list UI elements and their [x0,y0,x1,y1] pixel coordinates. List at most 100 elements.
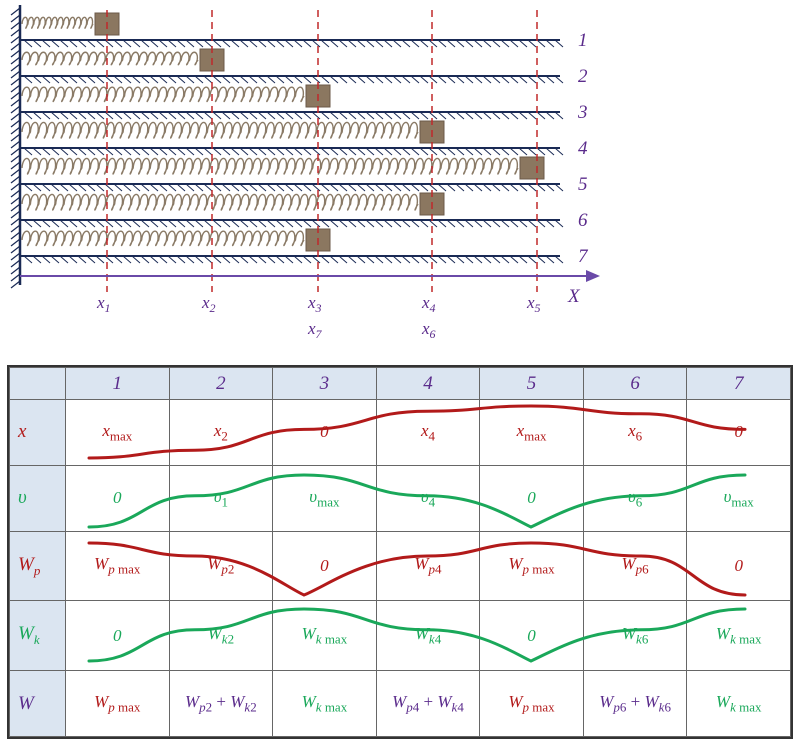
rail-hatch [248,183,258,192]
rail-hatch [527,75,537,84]
rail-hatch [77,183,87,192]
rail-hatch [149,147,159,156]
rail-hatch [185,219,195,228]
rail-hatch [491,75,501,84]
rail-hatch [68,219,78,228]
rail-hatch [203,255,213,264]
spring [21,157,519,175]
rail-hatch [302,75,312,84]
rail-hatch [356,111,366,120]
rail-hatch [392,147,402,156]
rail-hatch [122,111,132,120]
rail-hatch [248,147,258,156]
rail-hatch [185,183,195,192]
table-cell: Wp2 + Wk2 [168,670,274,737]
rail-hatch [536,75,546,84]
mass-block [519,156,545,180]
rail-hatch [437,183,447,192]
rail-hatch [158,255,168,264]
rail-hatch [68,39,78,48]
rail-hatch [500,111,510,120]
rail-hatch [509,255,519,264]
rail-hatch [221,111,231,120]
rail-hatch [383,39,393,48]
rail-hatch [203,75,213,84]
table-cell: υ6 [582,464,688,532]
rail-hatch [239,111,249,120]
rail-hatch [104,219,114,228]
rail-hatch [158,39,168,48]
rail-hatch [176,219,186,228]
rail-hatch [410,147,420,156]
rail-hatch [383,75,393,84]
table-cell: Wp max [65,530,170,602]
rail-hatch [419,111,429,120]
rail-hatch [491,255,501,264]
wall-hatch [10,161,21,170]
x-tick-label: x1 [96,293,111,315]
table-cell: Wp6 [582,530,688,602]
rail-hatch [149,111,159,120]
rail-hatch [347,255,357,264]
rail-hatch [428,111,438,120]
rail-hatch [176,183,186,192]
rail-hatch [509,111,519,120]
rail-hatch [320,147,330,156]
rail-hatch [491,183,501,192]
rail-hatch [500,255,510,264]
wall-hatch [10,224,21,233]
rail-hatch [284,255,294,264]
table-cell: 0 [65,600,170,672]
wall-hatch [10,105,21,114]
rail-hatch [59,255,69,264]
rail-hatch [95,183,105,192]
rail-hatch [194,111,204,120]
rail-hatch [77,111,87,120]
rail-hatch [275,183,285,192]
rail-hatch [500,183,510,192]
rail-hatch [32,147,42,156]
rail-hatch [464,183,474,192]
rail-hatch [554,183,564,192]
rail-hatch [329,75,339,84]
rail-hatch [527,39,537,48]
rail-hatch [473,255,483,264]
rail-hatch [230,39,240,48]
rail-hatch [140,219,150,228]
rail-hatch [500,75,510,84]
rail-hatch [311,183,321,192]
rail-hatch [86,111,96,120]
rail-hatch [248,219,258,228]
rail-hatch [320,75,330,84]
rail-hatch [392,39,402,48]
rail-hatch [392,219,402,228]
rail-hatch [311,255,321,264]
rail-hatch [77,147,87,156]
rail-hatch [185,255,195,264]
wall-hatch [10,133,21,142]
rail-hatch [50,75,60,84]
rail-hatch [194,219,204,228]
rail-hatch [95,219,105,228]
table-cell: 0 [479,600,584,672]
table-cell: υmax [272,464,377,532]
rail-hatch [374,219,384,228]
rail-hatch [95,147,105,156]
rail-hatch [239,75,249,84]
wall-hatch [10,119,21,128]
column-header: 7 [686,367,791,400]
rail-hatch [410,183,420,192]
rail-hatch [239,39,249,48]
rail-hatch [491,39,501,48]
rail-hatch [176,147,186,156]
rail-hatch [464,255,474,264]
rail-hatch [356,39,366,48]
rail-hatch [482,75,492,84]
rail-hatch [59,219,69,228]
column-header: 1 [65,367,170,400]
rail-hatch [230,75,240,84]
rail-hatch [284,75,294,84]
